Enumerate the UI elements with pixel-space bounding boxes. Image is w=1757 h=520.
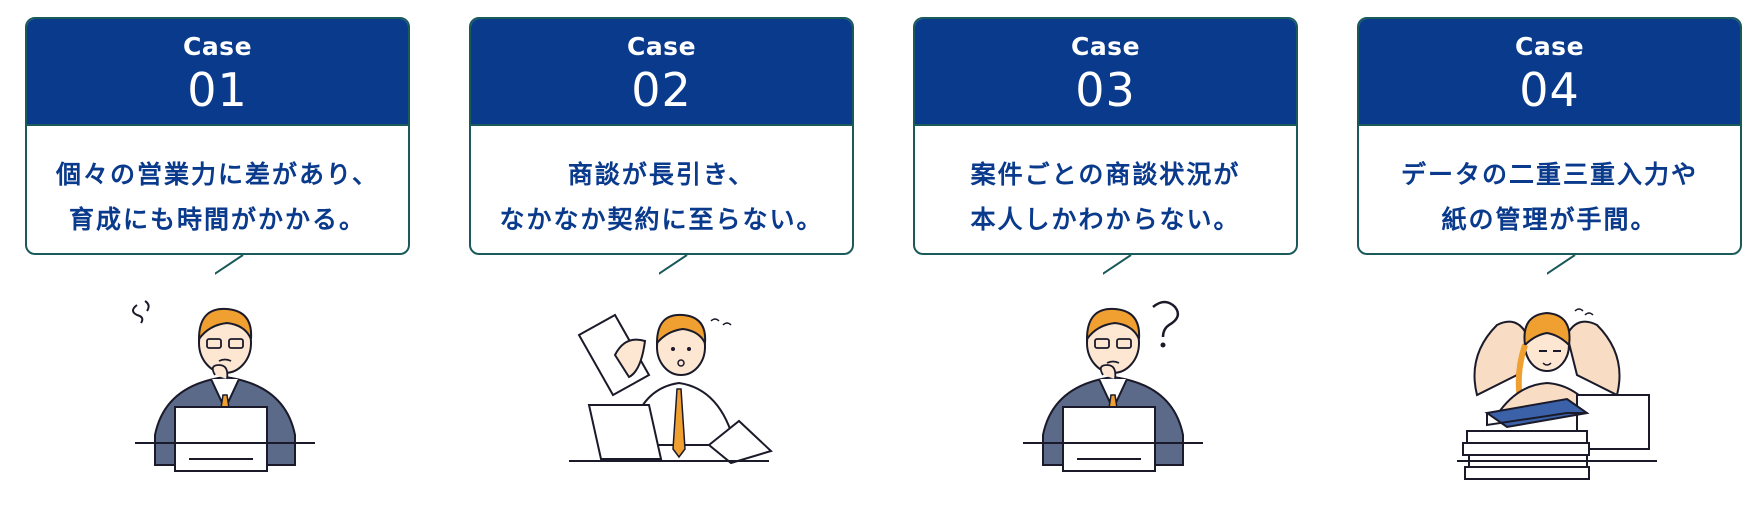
case-label: Case bbox=[1070, 32, 1141, 61]
case-number: 02 bbox=[631, 63, 692, 117]
case-line: データの二重三重入力や bbox=[1400, 160, 1698, 189]
case-header: Case 03 bbox=[915, 19, 1296, 126]
case-card-02: Case 02 商談が長引き、 なかなか契約に至らない。 bbox=[469, 17, 854, 507]
case-label: Case bbox=[1514, 32, 1585, 61]
case-label: Case bbox=[626, 32, 697, 61]
bubble-tail bbox=[215, 254, 244, 275]
speech-bubble: Case 02 商談が長引き、 なかなか契約に至らない。 bbox=[469, 17, 854, 255]
case-number: 03 bbox=[1075, 63, 1136, 117]
speech-bubble: Case 03 案件ごとの商談状況が 本人しかわからない。 bbox=[913, 17, 1298, 255]
case-line: 紙の管理が手間。 bbox=[1441, 205, 1658, 234]
case-description: 案件ごとの商談状況が 本人しかわからない。 bbox=[915, 126, 1296, 242]
case-description: 個々の営業力に差があり、 育成にも時間がかかる。 bbox=[27, 126, 408, 242]
case-card-04: Case 04 データの二重三重入力や 紙の管理が手間。 bbox=[1357, 17, 1742, 507]
case-card-03: Case 03 案件ごとの商談状況が 本人しかわからない。 bbox=[913, 17, 1298, 507]
case-header: Case 02 bbox=[471, 19, 852, 126]
case-number: 04 bbox=[1519, 63, 1580, 117]
case-description: 商談が長引き、 なかなか契約に至らない。 bbox=[471, 126, 852, 242]
case-line: 育成にも時間がかかる。 bbox=[68, 205, 366, 234]
case-label: Case bbox=[182, 32, 253, 61]
worried-man-laptop-icon bbox=[132, 300, 315, 472]
case-line: 個々の営業力に差があり、 bbox=[55, 160, 379, 189]
bubble-tail bbox=[1103, 254, 1132, 275]
confused-man-laptop-icon bbox=[1023, 300, 1203, 472]
stressed-man-papers-icon bbox=[569, 313, 773, 465]
bubble-tail bbox=[659, 254, 688, 275]
case-card-01: Case 01 個々の営業力に差があり、 育成にも時間がかかる。 bbox=[25, 17, 410, 507]
speech-bubble: Case 01 個々の営業力に差があり、 育成にも時間がかかる。 bbox=[25, 17, 410, 255]
case-line: 本人しかわからない。 bbox=[970, 205, 1241, 234]
case-description: データの二重三重入力や 紙の管理が手間。 bbox=[1359, 126, 1740, 242]
case-line: なかなか契約に至らない。 bbox=[499, 205, 824, 234]
speech-bubble: Case 04 データの二重三重入力や 紙の管理が手間。 bbox=[1357, 17, 1742, 255]
case-header: Case 01 bbox=[27, 19, 408, 126]
case-header: Case 04 bbox=[1359, 19, 1740, 126]
bubble-tail bbox=[1547, 254, 1576, 275]
case-number: 01 bbox=[187, 63, 248, 117]
overwhelmed-woman-files-icon bbox=[1457, 308, 1657, 480]
case-line: 案件ごとの商談状況が bbox=[970, 160, 1241, 189]
case-line: 商談が長引き、 bbox=[567, 160, 756, 189]
